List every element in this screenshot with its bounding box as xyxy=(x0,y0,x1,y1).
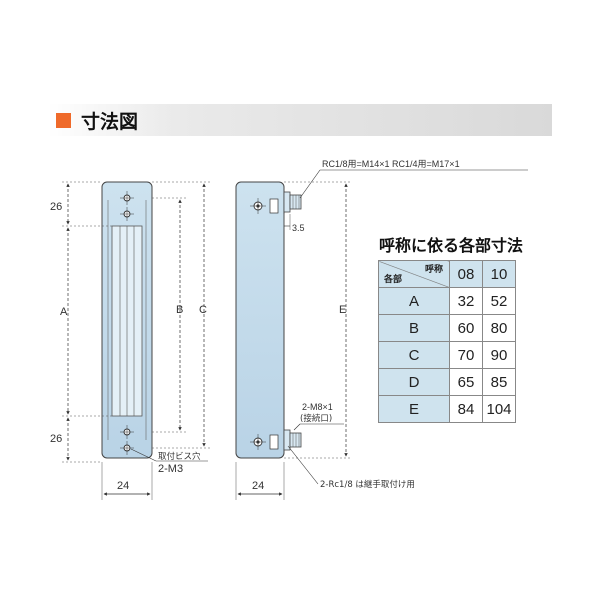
connection-thread-label: 2-M8×1 xyxy=(302,402,333,412)
table-row: D 65 85 xyxy=(378,368,516,396)
table-row: A 32 52 xyxy=(378,287,516,315)
section-header: 寸法図 xyxy=(48,104,552,136)
dim-label-3-5: 3.5 xyxy=(292,223,305,233)
table-cell: 32 xyxy=(449,287,483,315)
port-top xyxy=(250,191,302,214)
table-cell: 60 xyxy=(449,314,483,342)
corner-part-label: 各部 xyxy=(384,274,403,284)
table-row: C 70 90 xyxy=(378,341,516,369)
table-cell: 90 xyxy=(482,341,516,369)
side-view: RC1/8用=M14×1 RC1/4用=M17×1 3.5 E 2-M8×1 (… xyxy=(235,159,528,500)
column-header: 10 xyxy=(482,260,516,288)
dim-label-c: C xyxy=(199,304,207,316)
column-header: 08 xyxy=(449,260,483,288)
dim-label-top: 26 xyxy=(50,201,62,213)
row-header: E xyxy=(378,395,450,423)
bracket-note: 2-Rc1/8 は継手取付け用 xyxy=(320,479,415,490)
side-body xyxy=(235,181,285,459)
table-cell: 104 xyxy=(482,395,516,423)
front-view: 26 A 26 B C 24 取付ビス穴 2-M3 xyxy=(50,181,210,500)
connection-port-label: (接続口) xyxy=(300,413,332,424)
port-thread-label: RC1/8用=M14×1 RC1/4用=M17×1 xyxy=(322,159,460,169)
dim-label-bottom: 26 xyxy=(50,433,62,445)
table-cell: 85 xyxy=(482,368,516,396)
table-cell: 84 xyxy=(449,395,483,423)
row-header: A xyxy=(378,287,450,315)
corner-nominal-label: 呼称 xyxy=(424,264,443,274)
table-header-row: 呼称 各部 08 10 xyxy=(378,260,516,288)
dim-label-width-front: 24 xyxy=(117,480,129,492)
mount-hole-bottom xyxy=(120,425,134,455)
table-cell: 80 xyxy=(482,314,516,342)
table-row: E 84 104 xyxy=(378,395,516,423)
table-cell: 70 xyxy=(449,341,483,369)
port-bottom xyxy=(250,429,302,451)
row-header: D xyxy=(378,368,450,396)
table-title: 呼称に依る各部寸法 xyxy=(379,236,524,255)
section-title: 寸法図 xyxy=(81,111,139,133)
orange-square-icon xyxy=(56,113,71,128)
table-corner-cell: 呼称 各部 xyxy=(378,260,450,288)
dim-label-e: E xyxy=(339,304,346,316)
dimension-table: 呼称 各部 08 10 A 32 52 B 60 80 C 70 90 D 65… xyxy=(378,260,516,423)
mount-label: 取付ビス穴 xyxy=(158,451,201,462)
dim-label-b: B xyxy=(176,304,183,316)
dim-label-a: A xyxy=(60,306,68,318)
table-row: B 60 80 xyxy=(378,314,516,342)
row-header: B xyxy=(378,314,450,342)
row-header: C xyxy=(378,341,450,369)
mount-thread-label: 2-M3 xyxy=(158,463,183,475)
table-cell: 65 xyxy=(449,368,483,396)
dim-label-width-side: 24 xyxy=(252,480,264,492)
table-cell: 52 xyxy=(482,287,516,315)
mount-hole-top xyxy=(120,191,134,221)
